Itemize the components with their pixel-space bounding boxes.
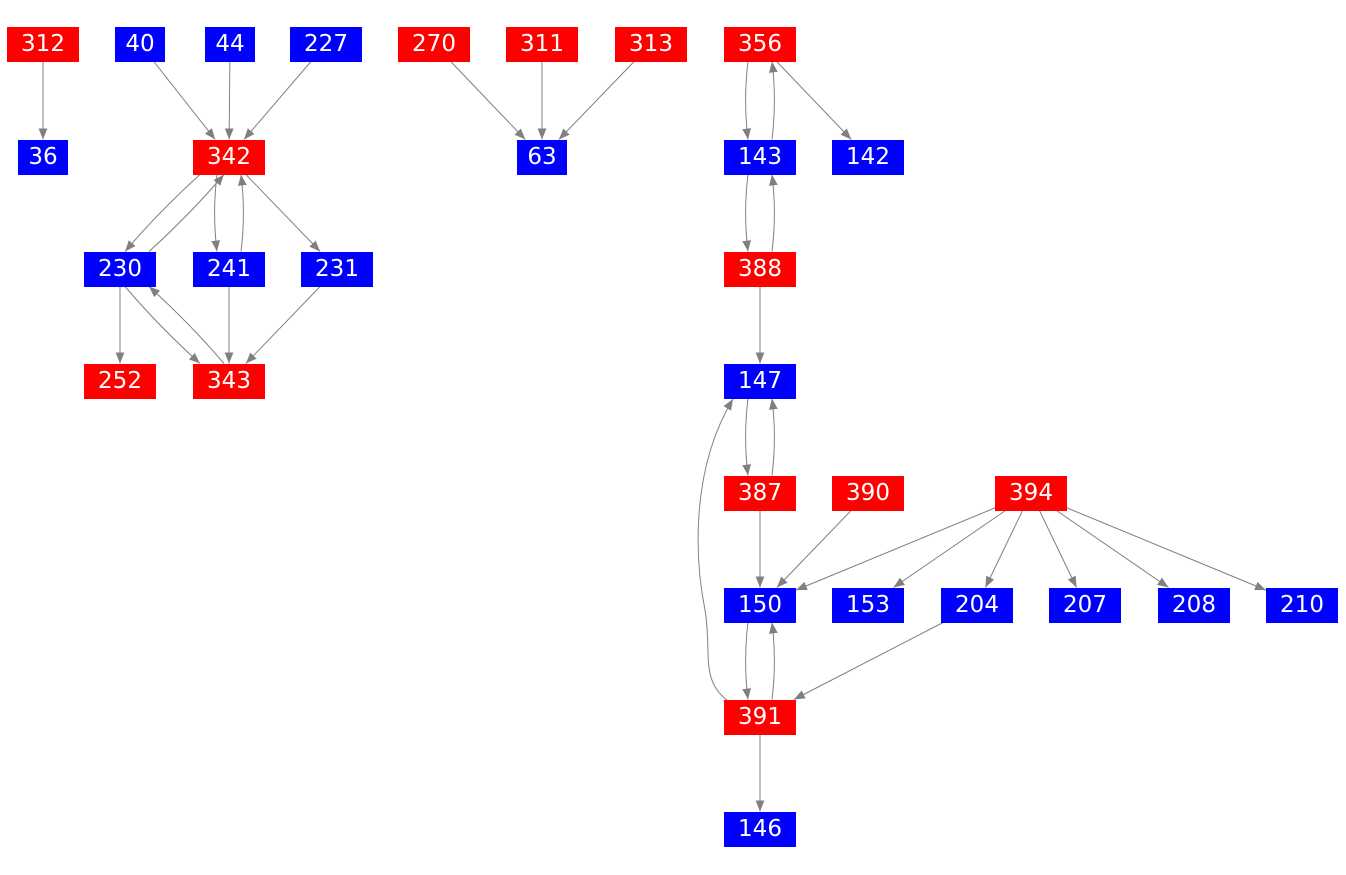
node-343: 343 — [193, 363, 265, 399]
edge-143-to-388 — [742, 174, 752, 252]
node-204: 204 — [941, 587, 1013, 623]
edge-342-to-241 — [211, 174, 221, 252]
edge-394-to-153 — [893, 510, 1006, 588]
edge-150-to-391 — [742, 622, 752, 700]
node-40: 40 — [115, 26, 165, 62]
edge-227-to-342 — [243, 61, 312, 140]
edge-394-to-208 — [1056, 510, 1169, 588]
node-391: 391 — [724, 699, 796, 735]
edge-147-to-387 — [742, 398, 752, 476]
node-387: 387 — [724, 475, 796, 511]
node-146: 146 — [724, 811, 796, 847]
node-147: 147 — [724, 363, 796, 399]
node-241: 241 — [193, 251, 265, 287]
edge-388-to-143 — [768, 174, 778, 252]
node-143: 143 — [724, 139, 796, 175]
edge-390-to-150 — [776, 510, 852, 588]
node-230: 230 — [84, 251, 156, 287]
edge-356-to-142 — [776, 61, 852, 140]
node-356: 356 — [724, 26, 796, 62]
node-394: 394 — [995, 475, 1067, 511]
edge-394-to-210 — [1066, 507, 1267, 591]
edge-343-to-230 — [148, 286, 225, 364]
edge-143-to-356 — [768, 61, 778, 140]
node-142: 142 — [832, 139, 904, 175]
edge-231-to-343 — [245, 286, 321, 364]
edge-230-to-342 — [148, 174, 225, 252]
edge-394-to-207 — [1038, 510, 1078, 588]
edge-342-to-231 — [245, 174, 321, 252]
node-150: 150 — [724, 587, 796, 623]
node-36: 36 — [18, 139, 68, 175]
edge-391-to-147 — [697, 398, 734, 701]
node-63: 63 — [517, 139, 567, 175]
edge-394-to-150 — [795, 507, 996, 591]
edge-391-to-150 — [768, 622, 778, 700]
node-208: 208 — [1158, 587, 1230, 623]
node-313: 313 — [615, 26, 687, 62]
node-207: 207 — [1049, 587, 1121, 623]
edge-356-to-143 — [742, 61, 752, 140]
node-312: 312 — [7, 26, 79, 62]
node-227: 227 — [290, 26, 362, 62]
node-388: 388 — [724, 251, 796, 287]
node-342: 342 — [193, 139, 265, 175]
edge-387-to-147 — [768, 398, 778, 476]
edge-44-to-342 — [224, 61, 234, 140]
node-390: 390 — [832, 475, 904, 511]
edge-40-to-342 — [153, 61, 216, 140]
node-270: 270 — [398, 26, 470, 62]
edge-230-to-343 — [124, 286, 201, 364]
edge-241-to-342 — [237, 174, 247, 252]
edge-394-to-204 — [984, 510, 1024, 588]
node-44: 44 — [205, 26, 255, 62]
node-210: 210 — [1266, 587, 1338, 623]
edge-270-to-63 — [450, 61, 526, 140]
node-153: 153 — [832, 587, 904, 623]
edge-313-to-63 — [558, 61, 635, 140]
node-231: 231 — [301, 251, 373, 287]
node-311: 311 — [506, 26, 578, 62]
edge-204-to-391 — [793, 622, 944, 700]
edge-342-to-230 — [124, 174, 201, 252]
node-252: 252 — [84, 363, 156, 399]
